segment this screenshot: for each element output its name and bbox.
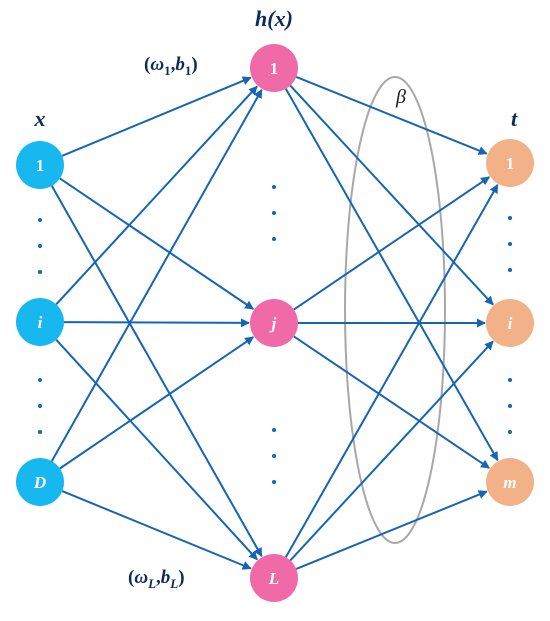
input-hidden-edge-1-0: [55, 85, 258, 306]
hidden-output-edge-2-0: [284, 183, 499, 558]
network-nodes: 1 iD 1 jL 1 i m: [16, 44, 534, 602]
hidden-output-edge-2-1: [289, 340, 494, 562]
hidden-ellipsis-dot: [272, 185, 276, 189]
input-node-1: i: [16, 298, 64, 346]
hidden-node-2: L: [250, 554, 298, 602]
input-node-label: i: [38, 313, 43, 332]
input-node-circle: [16, 141, 64, 189]
hidden-ellipsis-dot: [272, 211, 276, 215]
hidden-output-edge-1-2: [293, 335, 491, 469]
input-node-label: D: [33, 473, 46, 492]
input-layer-title: x: [34, 106, 46, 131]
input-hidden-edge-2-2: [61, 490, 252, 570]
output-node-circle: [486, 458, 534, 506]
output-ellipsis-dot: [508, 430, 512, 434]
hidden-node-circle: [250, 44, 298, 92]
output-node-2: m: [486, 458, 534, 506]
input-node-circle: [16, 298, 64, 346]
input-hidden-edge-2-0: [50, 88, 263, 462]
input-ellipsis-dot: [38, 244, 42, 248]
hidden-ellipsis-dot: [272, 454, 276, 458]
hidden-layer-title: h(x): [255, 6, 293, 31]
output-node-0: 1: [486, 139, 534, 187]
output-layer-title: t: [511, 106, 518, 131]
output-node-label: 1: [506, 154, 515, 173]
input-node-circle: [16, 458, 64, 506]
hidden-ellipsis-dot: [272, 237, 276, 241]
output-node-circle: [486, 139, 534, 187]
hidden-node-circle: [250, 554, 298, 602]
input-ellipsis-dot: [38, 404, 42, 408]
output-ellipsis-dot: [508, 216, 512, 220]
output-ellipsis-dot: [508, 242, 512, 246]
input-hidden-edge-0-1: [59, 177, 255, 310]
ellipsis-dots: [38, 185, 512, 484]
hidden-output-edge-0-0: [295, 76, 488, 155]
hidden-output-edge-2-2: [295, 490, 488, 570]
input-hidden-edge-2-1: [59, 336, 255, 470]
hidden-node-label: 1: [270, 59, 279, 78]
input-node-0: 1: [16, 141, 64, 189]
input-ellipsis-dot: [38, 218, 42, 222]
hidden-output-edge-0-2: [285, 88, 499, 462]
input-ellipsis-dot: [38, 378, 42, 382]
input-hidden-edge-0-2: [50, 185, 263, 558]
weight-label-top: (ω1,b1): [144, 54, 198, 78]
output-node-label: i: [508, 314, 513, 333]
output-node-1: i: [486, 299, 534, 347]
beta-label: β: [395, 86, 406, 108]
input-hidden-edge-1-1: [63, 318, 250, 328]
hidden-node-0: 1: [250, 44, 298, 92]
output-ellipsis-dot: [508, 404, 512, 408]
output-node-label: m: [503, 473, 516, 492]
hidden-output-edge-1-0: [293, 176, 491, 311]
output-node-circle: [486, 299, 534, 347]
beta-weight-ellipse: [344, 76, 446, 544]
connection-edges: [50, 76, 499, 570]
input-ellipsis-dot: [38, 430, 42, 434]
hidden-ellipsis-dot: [272, 480, 276, 484]
input-node-2: D: [16, 458, 64, 506]
output-ellipsis-dot: [508, 378, 512, 382]
input-ellipsis-dot: [38, 270, 42, 274]
input-hidden-edge-1-2: [55, 339, 258, 561]
weight-label-bottom: (ωL,bL): [128, 567, 185, 591]
input-node-label: 1: [36, 156, 45, 175]
input-hidden-edge-0-0: [61, 76, 252, 157]
hidden-node-1: j: [250, 299, 298, 347]
hidden-node-label: j: [269, 314, 277, 333]
hidden-node-label: L: [268, 569, 279, 588]
hidden-node-circle: [250, 299, 298, 347]
hidden-ellipsis-dot: [272, 428, 276, 432]
hidden-output-edge-0-1: [289, 84, 494, 306]
output-ellipsis-dot: [508, 268, 512, 272]
